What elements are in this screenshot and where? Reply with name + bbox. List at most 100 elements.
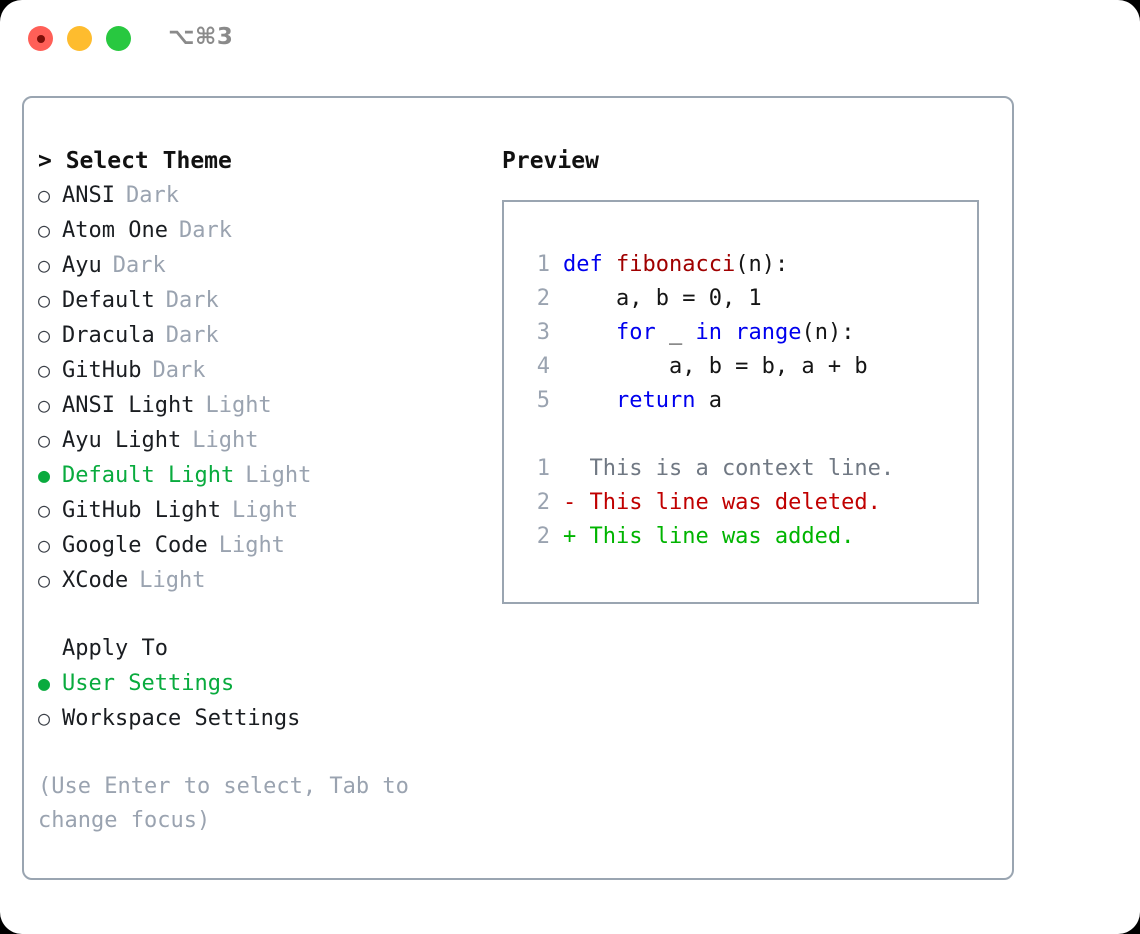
code-token-kw: for xyxy=(615,320,656,345)
radio-unselected-icon: ○ xyxy=(38,568,51,592)
theme-option-label: Google Code xyxy=(62,533,208,558)
radio-selected-icon: ● xyxy=(38,463,51,487)
minimize-button-icon[interactable] xyxy=(67,26,92,51)
section-spacer xyxy=(38,598,488,632)
theme-option-variant-tag: Light xyxy=(139,568,206,593)
theme-option-atom-one[interactable]: ○ Atom One Dark xyxy=(38,213,488,248)
code-line: 2 a, b = 0, 1 xyxy=(520,282,967,316)
code-blank-line xyxy=(520,418,967,452)
zoom-button-icon[interactable] xyxy=(106,26,131,51)
keyboard-shortcut-label: ⌥⌘3 xyxy=(168,24,234,50)
theme-option-variant-tag: Light xyxy=(205,393,272,418)
theme-option-label: Default Light xyxy=(62,463,235,488)
radio-unselected-icon: ○ xyxy=(38,288,51,312)
code-token-kw: return xyxy=(615,388,696,413)
title-bar: ⌥⌘3 xyxy=(0,0,1140,76)
radio-unselected-icon: ○ xyxy=(38,428,51,452)
code-line: 4 a, b = b, a + b xyxy=(520,350,967,384)
code-line-number: 1 xyxy=(536,252,550,277)
code-token-pln: a, b = 0, 1 xyxy=(563,286,762,311)
close-button-icon[interactable] xyxy=(28,26,53,51)
code-token-pln: (n): xyxy=(801,320,855,345)
theme-option-variant-tag: Light xyxy=(192,428,259,453)
radio-unselected-icon: ○ xyxy=(38,533,51,557)
diff-sample: 1 This is a context line.2- This line wa… xyxy=(520,452,967,554)
code-line: 1 def fibonacci(n): xyxy=(520,248,967,282)
code-line-number: 4 xyxy=(536,354,550,379)
radio-unselected-icon: ○ xyxy=(38,253,51,277)
code-line-content: def fibonacci(n): xyxy=(563,248,788,282)
code-token-kw: range xyxy=(735,320,802,345)
theme-option-variant-tag: Dark xyxy=(112,253,166,278)
apply-to-option-label: User Settings xyxy=(62,671,235,696)
radio-unselected-icon: ○ xyxy=(38,183,51,207)
code-line: 5 return a xyxy=(520,384,967,418)
diff-line-added: 2 + This line was added. xyxy=(520,520,967,554)
radio-unselected-icon: ○ xyxy=(38,323,51,347)
theme-option-default[interactable]: ○ Default Dark xyxy=(38,283,488,318)
theme-option-label: XCode xyxy=(62,568,129,593)
theme-option-variant-tag: Light xyxy=(245,463,312,488)
select-theme-heading: > Select Theme xyxy=(38,148,232,174)
diff-line-number: 2 xyxy=(536,524,550,549)
theme-option-label: Atom One xyxy=(62,218,168,243)
diff-line-content: This is a context line. xyxy=(563,456,895,481)
traffic-light-group xyxy=(28,26,131,51)
radio-unselected-icon: ○ xyxy=(38,218,51,242)
preview-heading: Preview xyxy=(502,148,599,174)
code-line-number: 5 xyxy=(536,388,550,413)
theme-option-default-light[interactable]: ● Default Light Light xyxy=(38,458,488,493)
theme-option-label: GitHub xyxy=(62,358,142,383)
code-token-pln: (n): xyxy=(735,252,789,277)
apply-to-option-workspace-settings[interactable]: ○Workspace Settings xyxy=(38,701,488,736)
diff-line-deleted: 2- This line was deleted. xyxy=(520,486,967,520)
theme-option-variant-tag: Dark xyxy=(178,218,232,243)
theme-option-label: ANSI Light xyxy=(62,393,195,418)
theme-option-label: Default xyxy=(62,288,155,313)
theme-option-variant-tag: Dark xyxy=(165,323,219,348)
code-line-content: return a xyxy=(563,384,722,418)
theme-option-label: ANSI xyxy=(62,183,115,208)
code-line-content: a, b = 0, 1 xyxy=(563,282,762,316)
theme-option-github[interactable]: ○ GitHub Dark xyxy=(38,353,488,388)
radio-selected-icon: ● xyxy=(38,671,51,695)
theme-option-variant-tag: Light xyxy=(218,533,285,558)
theme-option-label: Dracula xyxy=(62,323,155,348)
code-line-content: a, b = b, a + b xyxy=(563,350,868,384)
theme-option-google-code[interactable]: ○ Google Code Light xyxy=(38,528,488,563)
code-token-pln: _ xyxy=(655,320,696,345)
code-line: 3 for _ in range(n): xyxy=(520,316,967,350)
theme-option-variant-tag: Dark xyxy=(152,358,206,383)
apply-to-option-label: Workspace Settings xyxy=(62,706,301,731)
radio-unselected-icon: ○ xyxy=(38,358,51,382)
theme-option-dracula[interactable]: ○ Dracula Dark xyxy=(38,318,488,353)
theme-option-label: Ayu xyxy=(62,253,102,278)
theme-option-variant-tag: Dark xyxy=(125,183,179,208)
radio-unselected-icon: ○ xyxy=(38,393,51,417)
code-line-content: for _ in range(n): xyxy=(563,316,854,350)
theme-option-ayu[interactable]: ○ Ayu Dark xyxy=(38,248,488,283)
code-token-pln: a xyxy=(695,388,722,413)
code-line-number: 2 xyxy=(536,286,550,311)
theme-option-xcode[interactable]: ○ XCode Light xyxy=(38,563,488,598)
diff-line-content: + This line was added. xyxy=(563,524,855,549)
radio-unselected-icon: ○ xyxy=(38,498,51,522)
apply-to-option-user-settings[interactable]: ● User Settings xyxy=(38,666,488,701)
theme-option-variant-tag: Dark xyxy=(165,288,219,313)
code-line-number: 3 xyxy=(536,320,550,345)
diff-line-number: 2 xyxy=(536,490,550,515)
code-token-pln xyxy=(563,388,616,413)
theme-option-ansi-light[interactable]: ○ ANSI Light Light xyxy=(38,388,488,423)
keyboard-hint-text: (Use Enter to select, Tab to change focu… xyxy=(38,774,423,833)
theme-option-ansi[interactable]: ○ ANSI Dark xyxy=(38,178,488,213)
